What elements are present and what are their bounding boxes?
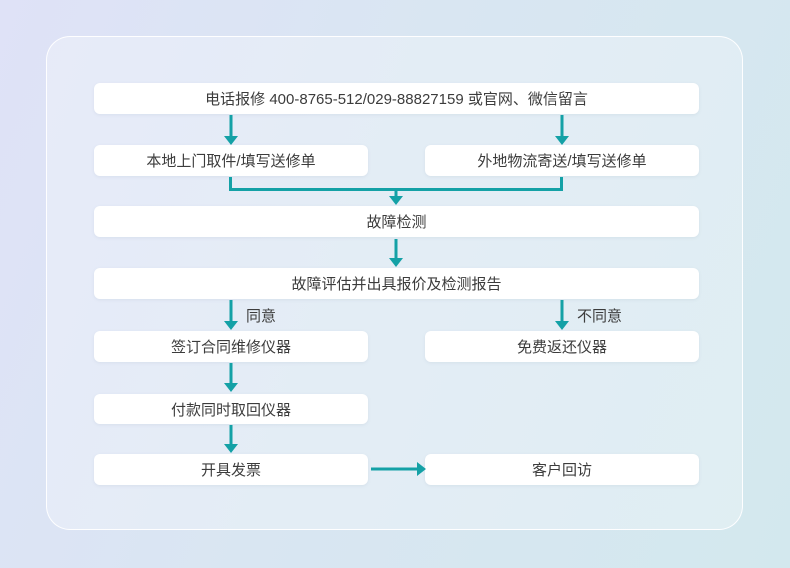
flow-node-local-pickup: 本地上门取件/填写送修单 — [94, 145, 368, 176]
flowchart-card: 电话报修 400-8765-512/029-88827159 或官网、微信留言 … — [46, 36, 743, 530]
edge-label-disagree: 不同意 — [577, 308, 623, 325]
arrow-disagree-icon — [555, 300, 569, 330]
flow-node-report: 电话报修 400-8765-512/029-88827159 或官网、微信留言 — [94, 83, 699, 114]
arrow-payment-to-invoice-icon — [224, 425, 238, 453]
flow-node-sign-contract: 签订合同维修仪器 — [94, 331, 368, 362]
arrow-report-to-remote-icon — [555, 115, 569, 145]
arrow-contract-to-payment-icon — [224, 363, 238, 392]
arrow-invoice-to-followup-icon — [371, 462, 426, 476]
flow-node-fault-detection: 故障检测 — [94, 206, 699, 237]
arrow-merge-to-detection-icon — [389, 189, 403, 205]
arrow-detection-to-assessment-icon — [389, 239, 403, 267]
connector-local-down-line — [229, 177, 232, 190]
edge-label-agree: 同意 — [246, 308, 277, 325]
flow-node-remote-shipping: 外地物流寄送/填写送修单 — [425, 145, 699, 176]
flow-node-free-return: 免费返还仪器 — [425, 331, 699, 362]
arrow-report-to-local-icon — [224, 115, 238, 145]
flow-node-fault-assessment: 故障评估并出具报价及检测报告 — [94, 268, 699, 299]
flow-node-customer-followup: 客户回访 — [425, 454, 699, 485]
flow-node-payment-pickup: 付款同时取回仪器 — [94, 394, 368, 424]
arrow-agree-icon — [224, 300, 238, 330]
flow-node-invoice: 开具发票 — [94, 454, 368, 485]
connector-remote-down-line — [560, 177, 563, 190]
